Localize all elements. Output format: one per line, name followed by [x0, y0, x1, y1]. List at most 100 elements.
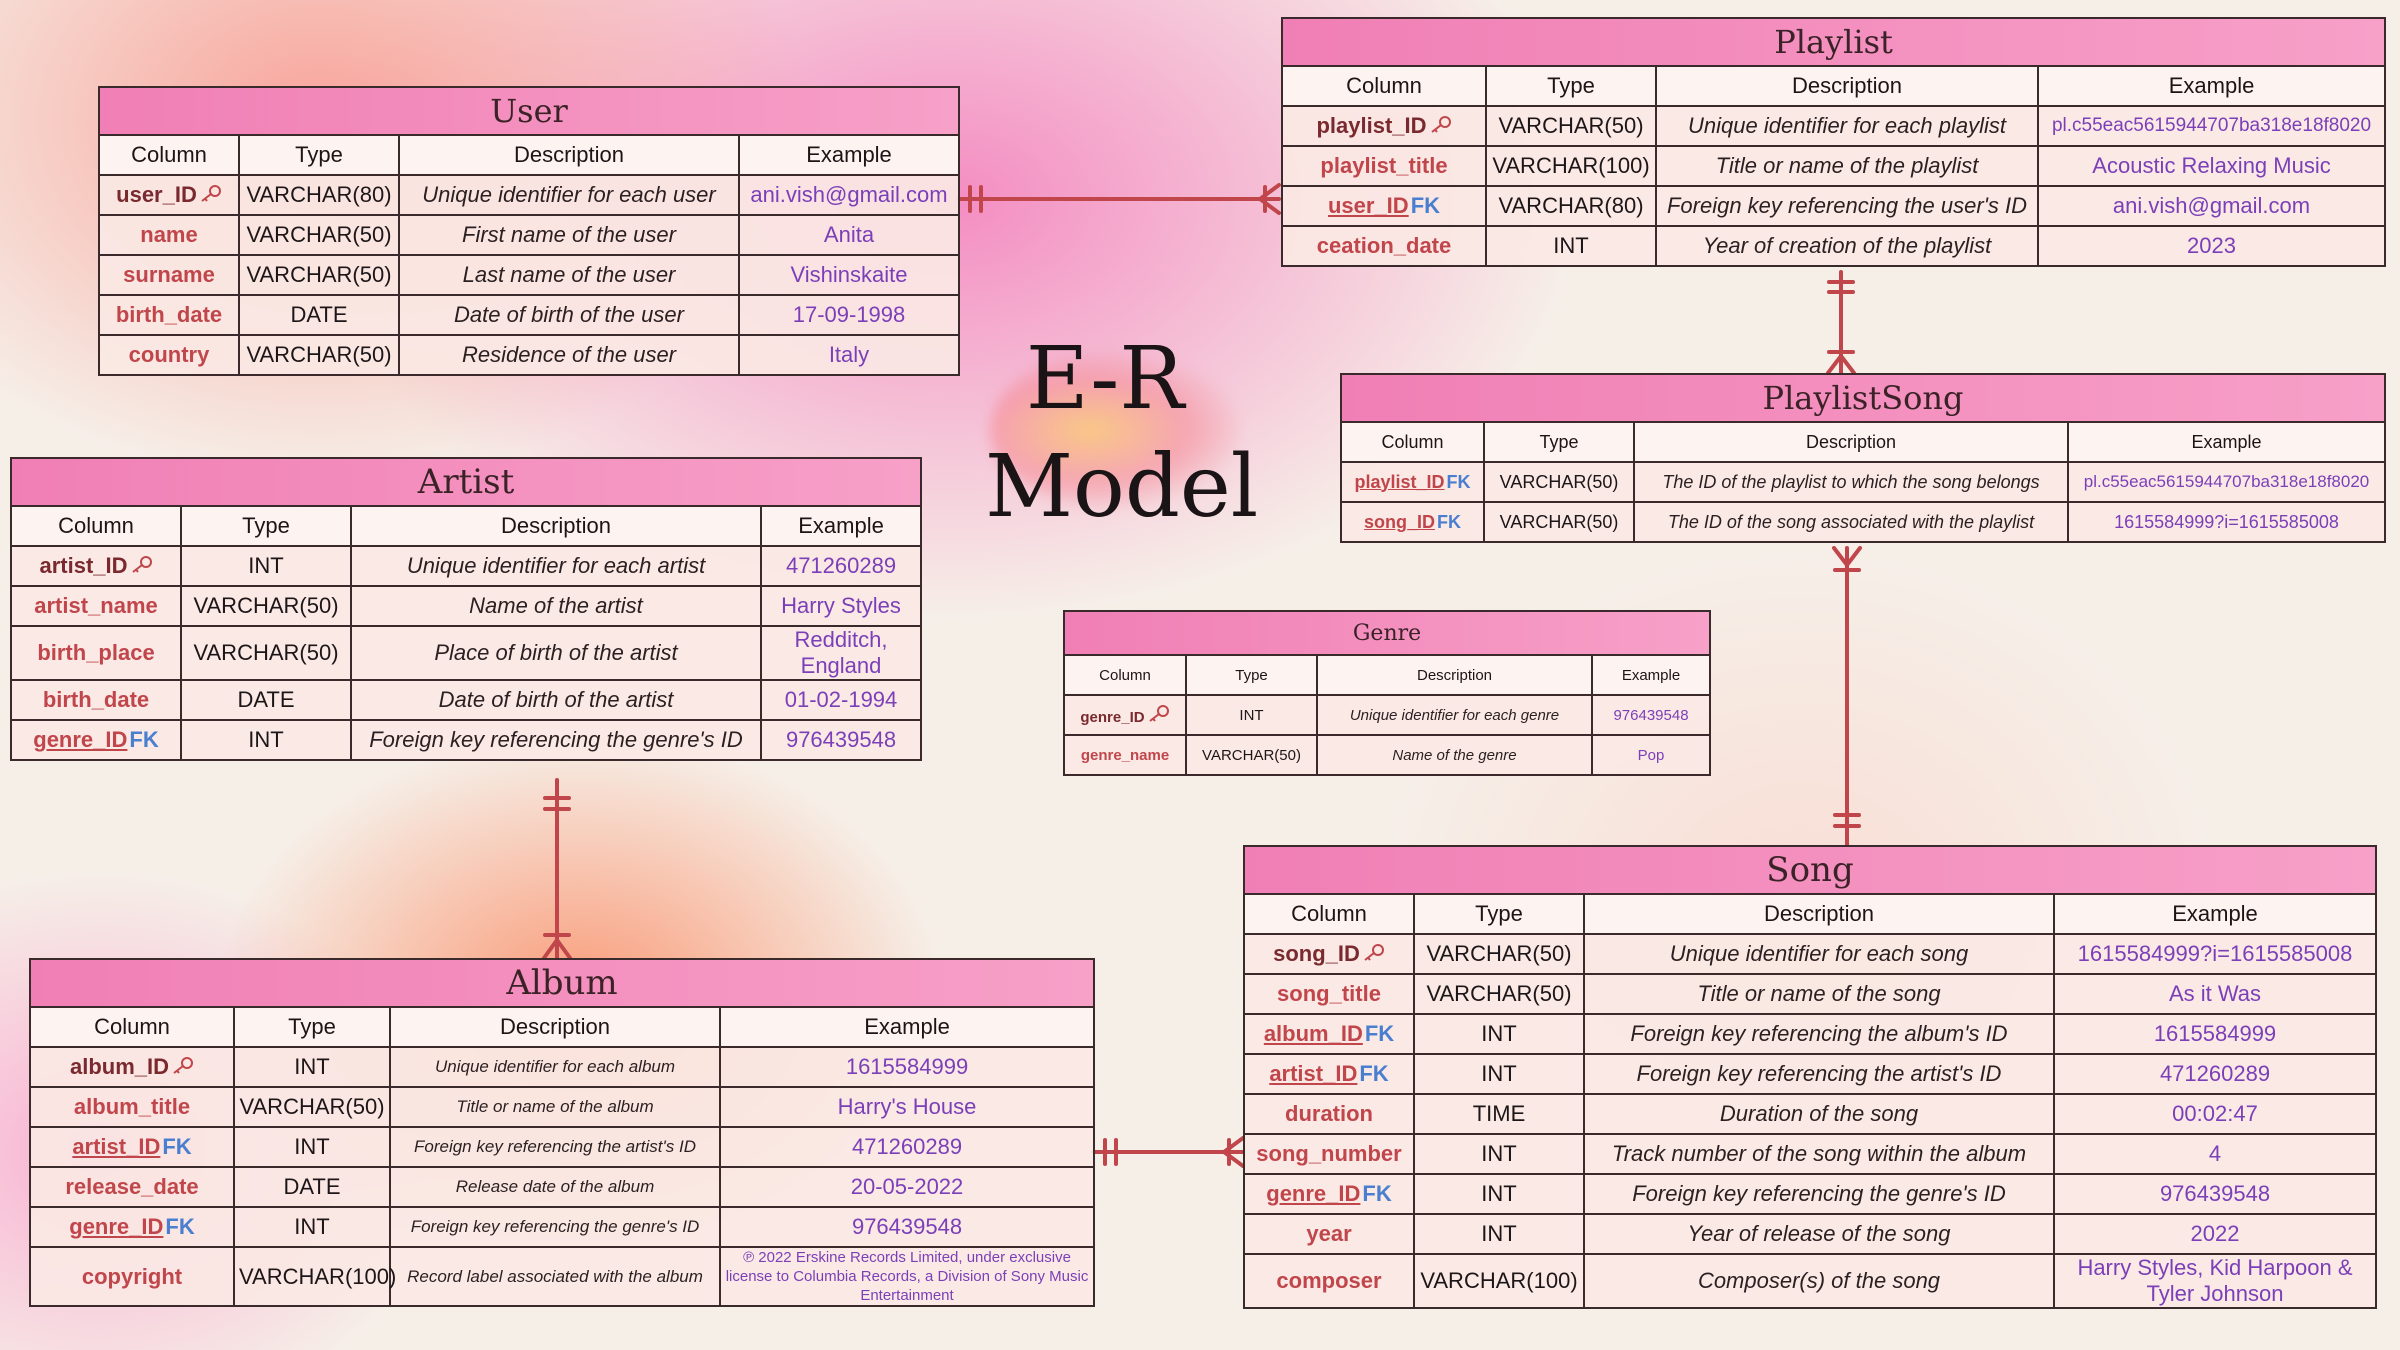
column-name: playlist_ID: [1354, 471, 1445, 492]
header-description: Description: [1583, 893, 2055, 935]
foreign-key-badge: FK: [1410, 193, 1441, 218]
column-name: birth_date: [115, 302, 223, 327]
column-name: artist_ID: [72, 1134, 161, 1159]
album-title-row: Album: [28, 958, 1096, 1008]
header-type: Type: [233, 1006, 391, 1048]
example-cell: 976439548: [1591, 694, 1711, 736]
description-cell: Date of birth of the artist: [350, 679, 762, 721]
column-name: surname: [123, 262, 215, 287]
foreign-key-badge: FK: [1364, 1021, 1395, 1046]
column-name-cell: birth_place: [10, 625, 182, 681]
description-cell: Title or name of the playlist: [1655, 145, 2039, 187]
type-cell: INT: [1485, 225, 1657, 267]
title-decoration: [990, 350, 1240, 510]
type-cell: VARCHAR(100): [1413, 1253, 1585, 1309]
example-cell: Acoustic Relaxing Music: [2036, 145, 2387, 187]
column-name-cell: artist_IDFK: [29, 1126, 235, 1168]
header-column: Column: [1243, 893, 1415, 935]
example-cell: ani.vish@gmail.com: [2036, 185, 2387, 227]
type-cell: VARCHAR(50): [238, 334, 400, 376]
column-name: ceation_date: [1316, 233, 1452, 258]
foreign-key-badge: FK: [1446, 471, 1471, 492]
description-cell: Foreign key referencing the artist's ID: [1583, 1053, 2055, 1095]
playlist-table-title: Playlist: [1280, 17, 2387, 67]
foreign-key-badge: FK: [1362, 1181, 1392, 1206]
column-name: genre_ID: [1080, 709, 1145, 726]
description-cell: Residence of the user: [398, 334, 740, 376]
column-name-cell: birth_date: [10, 679, 182, 721]
example-cell: 00:02:47: [2053, 1093, 2377, 1135]
column-name-cell: artist_name: [10, 585, 182, 627]
column-name: artist_name: [34, 593, 158, 618]
type-cell: INT: [180, 545, 352, 587]
column-name: album_ID: [69, 1054, 170, 1079]
column-name-cell: copyright: [29, 1246, 235, 1307]
key-icon: [200, 182, 222, 208]
description-cell: Record label associated with the album: [389, 1246, 721, 1307]
column-name-cell: album_IDFK: [1243, 1013, 1415, 1055]
header-example: Example: [2053, 893, 2377, 935]
header-type: Type: [180, 505, 352, 547]
description-cell: The ID of the playlist to which the song…: [1633, 461, 2069, 503]
column-name-cell: song_ID: [1243, 933, 1415, 975]
connector-playlistsong-song: [1832, 546, 1862, 847]
column-name: birth_date: [42, 687, 150, 712]
description-cell: Duration of the song: [1583, 1093, 2055, 1135]
genre-table-title: Genre: [1063, 610, 1711, 656]
connector-artist-album: [542, 778, 572, 960]
column-name: user_ID: [116, 182, 197, 207]
example-cell: 1615584999: [718, 1046, 1096, 1088]
type-cell: INT: [1413, 1133, 1585, 1175]
header-column: Column: [29, 1006, 235, 1048]
type-cell: VARCHAR(50): [233, 1086, 391, 1128]
song-table-title: Song: [1243, 845, 2377, 895]
header-description: Description: [1316, 654, 1593, 696]
column-name: genre_ID: [1266, 1181, 1361, 1206]
page-title: E-R Model: [985, 325, 1258, 541]
example-cell: Pop: [1591, 734, 1711, 776]
header-description: Description: [398, 134, 740, 176]
user-table-title: User: [98, 86, 960, 136]
description-cell: Foreign key referencing the album's ID: [1583, 1013, 2055, 1055]
column-name-cell: release_date: [29, 1166, 235, 1208]
example-cell: Anita: [738, 214, 960, 256]
key-icon: [131, 553, 153, 579]
example-cell: 01-02-1994: [759, 679, 923, 721]
example-cell: 1615584999: [2053, 1013, 2377, 1055]
column-name-cell: album_title: [29, 1086, 235, 1128]
type-cell: VARCHAR(50): [1483, 461, 1635, 503]
column-name: year: [1306, 1221, 1352, 1246]
column-name-cell: year: [1243, 1213, 1415, 1255]
column-name-cell: birth_date: [98, 294, 240, 336]
description-cell: Year of creation of the playlist: [1655, 225, 2039, 267]
column-name: album_title: [73, 1094, 191, 1119]
example-cell: 976439548: [759, 719, 923, 761]
artist-title-row: Artist: [9, 457, 923, 507]
example-cell: ℗ 2022 Erskine Records Limited, under ex…: [718, 1246, 1096, 1307]
example-cell: Harry Styles: [759, 585, 923, 627]
example-cell: 17-09-1998: [738, 294, 960, 336]
type-cell: INT: [1413, 1173, 1585, 1215]
playlistsong-table-title: PlaylistSong: [1339, 373, 2387, 423]
column-name: genre_name: [1080, 746, 1170, 764]
column-name: song_ID: [1273, 941, 1360, 966]
column-name-cell: genre_name: [1063, 734, 1187, 776]
header-type: Type: [1413, 893, 1585, 935]
description-cell: Name of the artist: [350, 585, 762, 627]
column-name: album_ID: [1263, 1021, 1363, 1046]
